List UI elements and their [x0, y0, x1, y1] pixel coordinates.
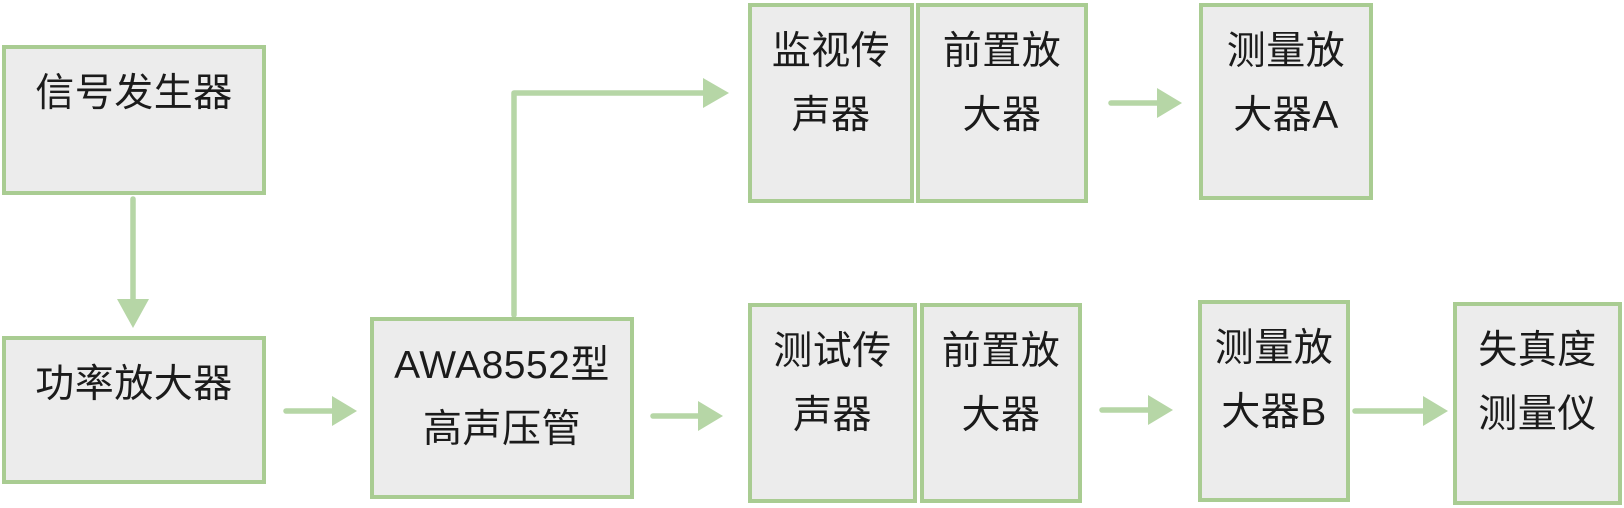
node-test-microphone: 测试传 声器	[748, 303, 917, 503]
node-power-amplifier: 功率放大器	[2, 336, 266, 484]
node-label: 测量放	[1214, 327, 1334, 370]
node-label: 前置放	[942, 30, 1062, 73]
node-label: 信号发生器	[35, 72, 233, 115]
node-label: 大器	[961, 394, 1041, 437]
node-label: AWA8552型	[394, 344, 610, 387]
node-measuring-amplifier-a: 测量放 大器A	[1199, 3, 1373, 200]
node-label: 测量放	[1226, 30, 1346, 73]
node-monitor-microphone: 监视传 声器	[748, 3, 914, 203]
node-label: 声器	[792, 394, 872, 437]
arrow-awa-to-test-mic	[650, 401, 723, 431]
node-label: 大器B	[1221, 391, 1327, 434]
node-label: 功率放大器	[35, 363, 233, 406]
node-label: 声器	[791, 94, 871, 137]
arrow-signal-to-power	[117, 196, 149, 328]
arrow-power-to-awa	[283, 396, 357, 426]
arrow-amp-b-to-distortion-meter	[1352, 396, 1448, 426]
node-label: 测量仪	[1478, 393, 1597, 436]
node-label: 大器	[962, 94, 1042, 137]
arrow-preamp-bottom-to-amp-b	[1099, 395, 1173, 425]
node-label: 前置放	[941, 330, 1061, 373]
node-signal-generator: 信号发生器	[2, 45, 266, 195]
node-label: 监视传	[771, 30, 891, 73]
node-label: 高声压管	[422, 408, 581, 451]
node-measuring-amplifier-b: 测量放 大器B	[1198, 300, 1350, 502]
node-awa8552-tube: AWA8552型 高声压管	[370, 317, 634, 499]
node-preamplifier-top: 前置放 大器	[916, 3, 1088, 203]
arrow-preamp-top-to-amp-a	[1108, 88, 1182, 118]
node-label: 测试传	[773, 330, 892, 373]
node-label: 大器A	[1233, 94, 1339, 137]
node-label: 失真度	[1478, 329, 1597, 372]
node-distortion-meter: 失真度 测量仪	[1453, 302, 1622, 505]
node-preamplifier-bottom: 前置放 大器	[920, 303, 1082, 503]
arrow-awa-to-monitor-mic	[511, 78, 729, 318]
